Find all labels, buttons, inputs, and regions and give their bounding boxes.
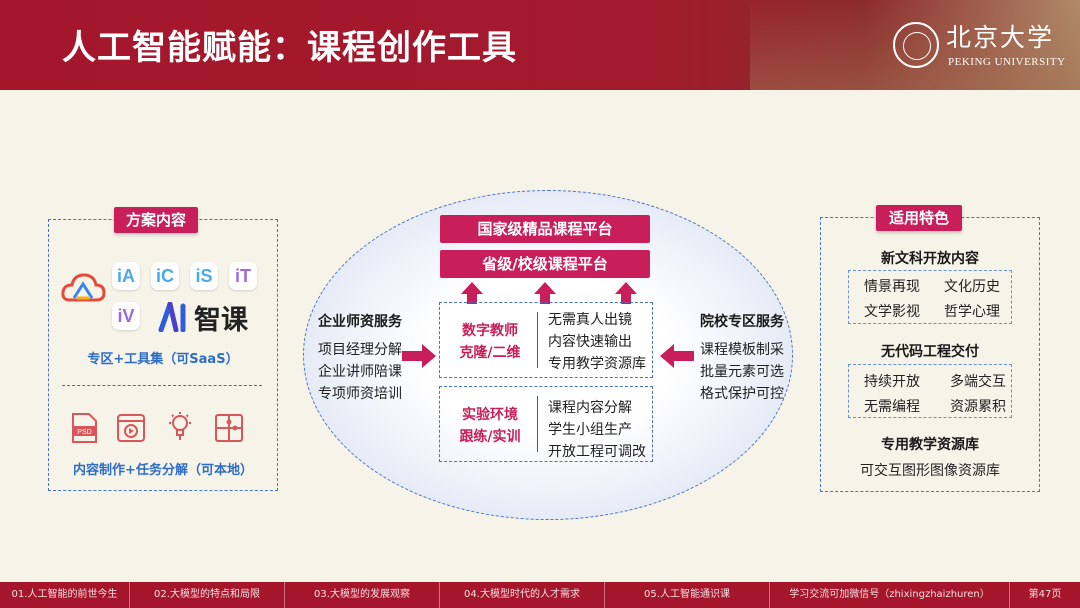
digital-teacher-item: 内容快速输出	[548, 334, 632, 350]
features-item: 多端交互	[950, 374, 1006, 390]
svg-text:PSD: PSD	[77, 429, 91, 436]
pku-emblem-icon	[893, 22, 939, 68]
features-item: 文化历史	[944, 279, 1000, 295]
features-item: 文学影视	[864, 304, 920, 320]
lab-environment-title-2: 跟练/实训	[459, 429, 521, 445]
college-service-title: 院校专区服务	[700, 314, 784, 330]
app-ia-icon[interactable]: iA	[112, 262, 140, 290]
zhike-logo-icon	[158, 302, 186, 332]
psd-file-icon: PSD	[72, 413, 97, 443]
up-arrow-stem	[621, 294, 631, 304]
lab-environment-item: 学生小组生产	[548, 422, 632, 438]
college-service-item: 格式保护可控	[700, 386, 784, 402]
app-is-icon[interactable]: iS	[190, 262, 218, 290]
logo-text-en: PEKING UNIVERSITY	[948, 56, 1066, 68]
right-arrow-icon	[402, 344, 436, 368]
box-separator	[537, 396, 538, 452]
features-item: 资源累积	[950, 399, 1006, 415]
up-arrow-stem	[467, 294, 477, 304]
local-label: 内容制作+任务分解（可本地）	[73, 463, 253, 478]
digital-teacher-title-2: 克隆/二维	[459, 345, 521, 361]
features-section-title: 无代码工程交付	[881, 344, 979, 360]
features-section-box	[848, 270, 1012, 324]
lab-environment-item: 开放工程可调改	[548, 444, 646, 460]
enterprise-service-item: 项目经理分解	[318, 342, 402, 358]
provincial-platform-bar: 省级/校级课程平台	[440, 250, 650, 278]
zhike-text: 智课	[194, 305, 248, 336]
features-item: 持续开放	[864, 374, 920, 390]
video-file-icon	[117, 414, 145, 442]
panel-divider	[62, 385, 262, 386]
page-title: 人工智能赋能：课程创作工具	[62, 28, 517, 68]
puzzle-icon	[215, 414, 243, 442]
app-iv-icon[interactable]: iV	[112, 302, 140, 330]
digital-teacher-box	[439, 302, 653, 378]
footer-nav-item-3[interactable]: 03.大模型的发展观察	[285, 582, 440, 608]
up-arrow-stem	[540, 294, 550, 304]
features-tag: 适用特色	[876, 205, 962, 231]
features-section-title: 新文科开放内容	[881, 251, 979, 267]
digital-teacher-item: 无需真人出镜	[548, 312, 632, 328]
header-banner: 人工智能赋能：课程创作工具 北京大学 PEKING UNIVERSITY	[0, 0, 1080, 90]
box-separator	[537, 312, 538, 368]
enterprise-service-item: 专项师资培训	[318, 386, 402, 402]
up-arrow-icon	[461, 282, 483, 294]
lab-environment-title-1: 实验环境	[462, 407, 518, 423]
features-item: 哲学心理	[944, 304, 1000, 320]
features-item: 情景再现	[864, 279, 920, 295]
digital-teacher-title-1: 数字教师	[462, 323, 518, 339]
footer-nav-item-1[interactable]: 01.人工智能的前世今生	[0, 582, 130, 608]
digital-teacher-item: 专用教学资源库	[548, 356, 646, 372]
up-arrow-icon	[615, 282, 637, 294]
footer-nav: 01.人工智能的前世今生 02.大模型的特点和局限 03.大模型的发展观察 04…	[0, 582, 1080, 608]
left-arrow-icon	[660, 344, 694, 368]
footer-contact: 学习交流可加微信号（zhixingzhaizhuren）	[770, 582, 1010, 608]
page-number: 第47页	[1028, 589, 1062, 600]
features-section-title: 专用教学资源库	[881, 437, 979, 453]
footer-nav-item-4[interactable]: 04.大模型时代的人才需求	[440, 582, 605, 608]
saas-label: 专区+工具集（可SaaS）	[87, 352, 239, 367]
footer-nav-item-5[interactable]: 05.人工智能通识课	[605, 582, 770, 608]
features-item: 无需编程	[864, 399, 920, 415]
solution-tag: 方案内容	[114, 207, 198, 233]
lightbulb-icon	[169, 412, 191, 440]
lab-environment-item: 课程内容分解	[548, 400, 632, 416]
app-it-icon[interactable]: iT	[229, 262, 257, 290]
features-item: 可交互图形图像资源库	[860, 463, 1000, 479]
up-arrow-icon	[534, 282, 556, 294]
logo-text-cn: 北京大学	[946, 23, 1055, 52]
cloud-icon	[61, 273, 106, 302]
college-service-item: 课程模板制采	[700, 342, 784, 358]
enterprise-service-item: 企业讲师陪课	[318, 364, 402, 380]
national-platform-bar: 国家级精品课程平台	[440, 215, 650, 243]
enterprise-service-title: 企业师资服务	[318, 314, 402, 330]
footer-nav-item-2[interactable]: 02.大模型的特点和局限	[130, 582, 285, 608]
lab-environment-box	[439, 386, 653, 462]
features-section-box	[848, 364, 1012, 418]
center-ellipse	[303, 190, 793, 520]
app-ic-icon[interactable]: iC	[151, 262, 179, 290]
college-service-item: 批量元素可选	[700, 364, 784, 380]
